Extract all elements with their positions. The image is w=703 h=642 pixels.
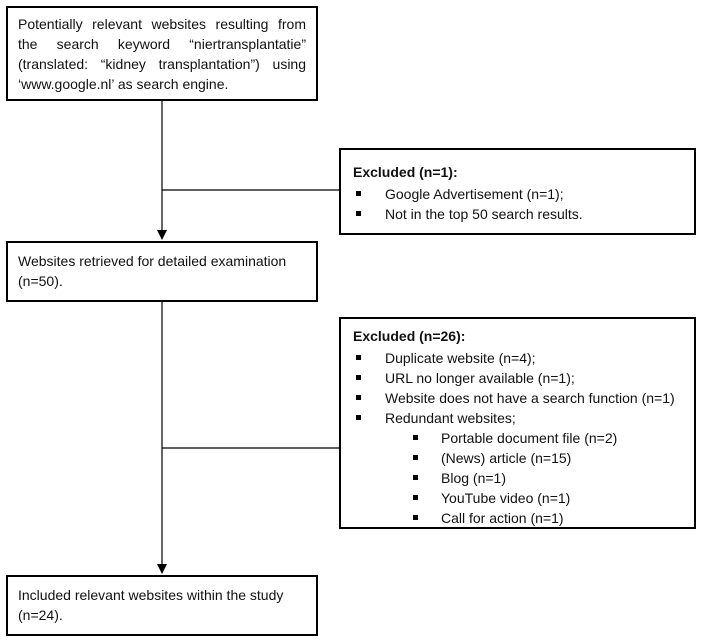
redundant-sub-item: YouTube video (n=1) <box>441 490 571 506</box>
bullet-square-icon <box>356 211 361 216</box>
list-item: YouTube video (n=1) <box>409 488 684 508</box>
excluded-second-item: Duplicate website (n=4); <box>385 350 536 366</box>
excluded-first-list: Google Advertisement (n=1); Not in the t… <box>353 184 684 224</box>
included-box: Included relevant websites within the st… <box>6 575 318 636</box>
list-item: Duplicate website (n=4); <box>353 348 684 368</box>
identified-box: Potentially relevant websites resulting … <box>6 6 318 101</box>
list-item: Redundant websites; <box>353 408 684 428</box>
bullet-square-icon <box>413 495 418 500</box>
list-item: Not in the top 50 search results. <box>353 204 684 224</box>
redundant-sub-item: Portable document file (n=2) <box>441 430 618 446</box>
excluded-first-item: Not in the top 50 search results. <box>385 206 583 222</box>
redundant-sublist: Portable document file (n=2) (News) arti… <box>353 428 684 528</box>
identified-text: Potentially relevant websites resulting … <box>18 16 306 92</box>
list-item: Call for action (n=1) <box>409 508 684 528</box>
list-item: (News) article (n=15) <box>409 448 684 468</box>
redundant-sub-item: Blog (n=1) <box>441 470 506 486</box>
bullet-square-icon <box>413 475 418 480</box>
bullet-square-icon <box>356 415 361 420</box>
excluded-first-title: Excluded (n=1): <box>353 164 458 180</box>
bullet-square-icon <box>413 435 418 440</box>
bullet-square-icon <box>413 515 418 520</box>
retrieved-text: Websites retrieved for detailed examinat… <box>18 253 287 289</box>
excluded-second-title: Excluded (n=26): <box>353 328 466 344</box>
list-item: Portable document file (n=2) <box>409 428 684 448</box>
included-text: Included relevant websites within the st… <box>18 587 284 623</box>
excluded-first-item: Google Advertisement (n=1); <box>385 186 564 202</box>
bullet-square-icon <box>356 191 361 196</box>
redundant-sub-item: (News) article (n=15) <box>441 450 572 466</box>
excluded-second-item: Website does not have a search function … <box>385 390 675 406</box>
bullet-square-icon <box>356 395 361 400</box>
excluded-second-item: URL no longer available (n=1); <box>385 370 575 386</box>
list-item: URL no longer available (n=1); <box>353 368 684 388</box>
redundant-sub-item: Call for action (n=1) <box>441 510 564 526</box>
retrieved-box: Websites retrieved for detailed examinat… <box>6 241 318 302</box>
excluded-second-box: Excluded (n=26): Duplicate website (n=4)… <box>339 317 696 529</box>
bullet-square-icon <box>356 375 361 380</box>
bullet-square-icon <box>413 455 418 460</box>
arrowhead-2 <box>157 564 167 574</box>
arrowhead-1 <box>157 230 167 240</box>
list-item: Google Advertisement (n=1); <box>353 184 684 204</box>
excluded-second-item: Redundant websites; <box>385 410 516 426</box>
list-item: Website does not have a search function … <box>353 388 684 408</box>
excluded-second-list: Duplicate website (n=4); URL no longer a… <box>353 348 684 428</box>
excluded-first-box: Excluded (n=1): Google Advertisement (n=… <box>339 148 696 235</box>
list-item: Blog (n=1) <box>409 468 684 488</box>
bullet-square-icon <box>356 355 361 360</box>
